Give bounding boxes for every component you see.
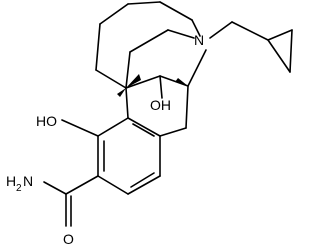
phenol-label: HO: [36, 113, 57, 129]
nitrogen-bridge: [125, 29, 207, 89]
amide-h-label: H: [6, 173, 16, 189]
amide-subscript-label: 2: [16, 183, 22, 194]
carbonyl-o-label: O: [63, 231, 74, 247]
aromatic-ring: [97, 117, 187, 195]
nitrogen-label: N: [194, 32, 204, 48]
wedge-bond-hash: [117, 88, 126, 97]
core-bonds: [125, 75, 189, 129]
cyclopropylmethyl: [209, 21, 293, 73]
wedge-bond-right: [175, 78, 188, 86]
hydroxyl-label: OH: [150, 97, 171, 113]
amide-nh2-label: H 2 N: [6, 173, 33, 194]
amide-group: [43, 175, 99, 227]
top-ring: [95, 1, 201, 89]
phenol-bond: [61, 119, 99, 137]
amide-n-label: N: [23, 173, 33, 189]
wedge-bond-left: [126, 74, 141, 88]
